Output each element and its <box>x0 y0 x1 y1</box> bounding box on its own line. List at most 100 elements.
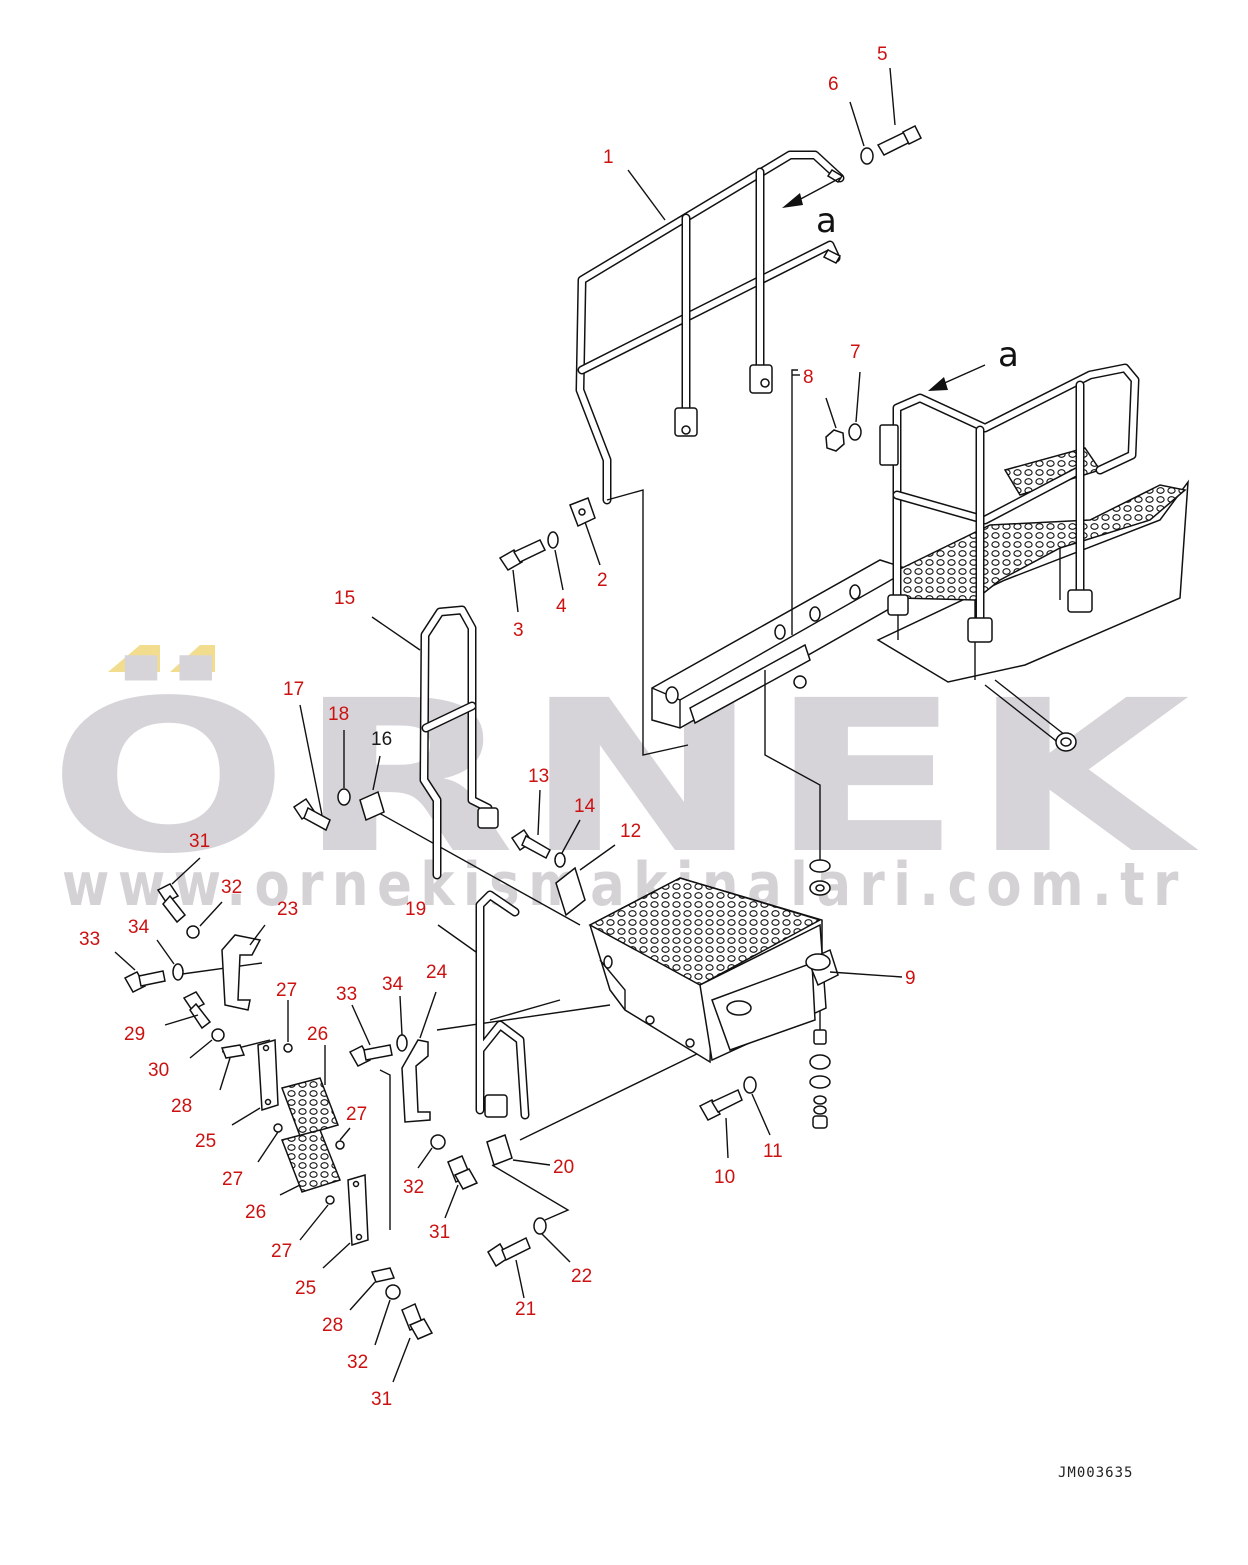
tread-26-upper <box>281 1045 339 1137</box>
callout-4: 4 <box>556 596 567 617</box>
view-marker-upper: a <box>816 201 837 241</box>
callout-34-left: 34 <box>128 917 150 938</box>
bracket-23 <box>221 924 266 1011</box>
handrail-upper <box>575 150 845 505</box>
callout-12: 12 <box>620 821 641 842</box>
callout-31-lower: 31 <box>371 1389 392 1410</box>
tread-26-lower <box>279 1129 341 1196</box>
watermark-accent-right <box>170 645 215 672</box>
spacer-28 <box>219 1044 396 1311</box>
callout-27-b: 27 <box>346 1104 367 1125</box>
bolt-29 <box>164 991 212 1030</box>
callout-33-left: 33 <box>79 929 100 950</box>
callout-32-upper: 32 <box>221 877 242 898</box>
leader-lines <box>174 369 821 1230</box>
watermark: ÖRNEK www.ornekismakinalari.com.tr <box>48 645 1200 920</box>
callout-14: 14 <box>574 796 596 817</box>
washer-32-lower <box>374 1284 401 1346</box>
callout-17: 17 <box>283 679 304 700</box>
callout-29: 29 <box>124 1024 145 1045</box>
bolt-31-mid <box>444 1155 479 1219</box>
washer-34-mid <box>396 995 408 1052</box>
plate-25-upper <box>231 1039 279 1126</box>
callout-28-upper: 28 <box>171 1096 192 1117</box>
washer-14 <box>554 819 581 868</box>
callout-31-mid: 31 <box>429 1222 450 1243</box>
callout-25-upper: 25 <box>195 1131 216 1152</box>
view-marker-right: a <box>998 335 1019 375</box>
callout-32-mid: 32 <box>403 1177 424 1198</box>
washer-30 <box>189 1028 225 1059</box>
washer-11 <box>743 1076 771 1136</box>
callout-5: 5 <box>877 44 888 65</box>
callout-18: 18 <box>328 704 349 725</box>
watermark-url-text: www.ornekismakinalari.com.tr <box>62 850 1187 920</box>
bolt-31-upper <box>156 857 201 924</box>
bolt-13 <box>510 789 551 860</box>
bracket-20 <box>486 1134 551 1166</box>
callout-27-d: 27 <box>271 1241 292 1262</box>
watermark-accent-left <box>108 645 160 672</box>
bolt-21 <box>487 1236 531 1299</box>
callout-21: 21 <box>515 1299 536 1320</box>
callout-20: 20 <box>553 1157 574 1178</box>
washer-4 <box>547 531 564 591</box>
callout-16: 16 <box>371 729 392 750</box>
bracket-2 <box>569 497 601 566</box>
callout-22: 22 <box>571 1266 592 1287</box>
washer-32-upper <box>186 901 223 939</box>
view-arrow-a-upper: a <box>782 177 841 241</box>
watermark-brand-text: ÖRNEK <box>48 654 1200 900</box>
callout-9: 9 <box>905 968 916 989</box>
callout-25-lower: 25 <box>295 1278 316 1299</box>
callout-24: 24 <box>426 962 448 983</box>
callout-3: 3 <box>513 620 524 641</box>
pin-27 <box>257 1000 351 1241</box>
callout-27-a: 27 <box>276 980 297 1001</box>
bracket-16 <box>359 755 385 822</box>
callout-26-lower: 26 <box>245 1202 266 1223</box>
drawing-code: JM003635 <box>1058 1465 1133 1481</box>
washer-7 <box>848 371 862 441</box>
callout-10: 10 <box>714 1167 735 1188</box>
callout-8: 8 <box>803 367 814 388</box>
callout-30: 30 <box>148 1060 169 1081</box>
callout-26-upper: 26 <box>307 1024 328 1045</box>
callout-11: 11 <box>763 1141 783 1162</box>
view-arrow-a-right: a <box>928 335 1019 391</box>
bolt-10 <box>698 1088 743 1159</box>
handrail-19 <box>437 890 530 1120</box>
step-box-9 <box>588 877 839 1064</box>
callout-23: 23 <box>277 899 298 920</box>
callout-15: 15 <box>334 588 355 609</box>
bolt-5 <box>876 67 923 156</box>
callout-13: 13 <box>528 766 549 787</box>
mount-stack <box>809 859 831 1129</box>
bolt-33-mid <box>348 1004 393 1067</box>
callout-34-mid: 34 <box>382 974 404 995</box>
washer-6 <box>849 101 874 165</box>
plate-25-lower <box>322 1174 369 1269</box>
washer-22 <box>533 1217 571 1263</box>
plate-12 <box>555 844 616 917</box>
leader-1 <box>627 169 666 221</box>
callout-32-lower: 32 <box>347 1352 368 1373</box>
washer-18 <box>337 730 351 806</box>
platform-right <box>876 363 1189 752</box>
callout-labels: 1 2 3 4 5 6 7 8 9 10 11 12 13 14 15 16 1… <box>79 44 916 1410</box>
callout-7: 7 <box>850 342 861 363</box>
callout-27-c: 27 <box>222 1169 243 1190</box>
callout-6: 6 <box>828 74 839 95</box>
callout-33-mid: 33 <box>336 984 357 1005</box>
nut-8 <box>825 397 845 452</box>
callout-1: 1 <box>603 147 614 168</box>
bolt-33-left <box>114 951 166 993</box>
callout-31-upper: 31 <box>189 831 210 852</box>
leader-9 <box>829 971 903 978</box>
callout-28-lower: 28 <box>322 1315 343 1336</box>
callout-2: 2 <box>597 570 608 591</box>
bracket-24 <box>401 991 437 1123</box>
bolt-31-lower <box>392 1302 434 1383</box>
handrail-15 <box>371 605 499 880</box>
